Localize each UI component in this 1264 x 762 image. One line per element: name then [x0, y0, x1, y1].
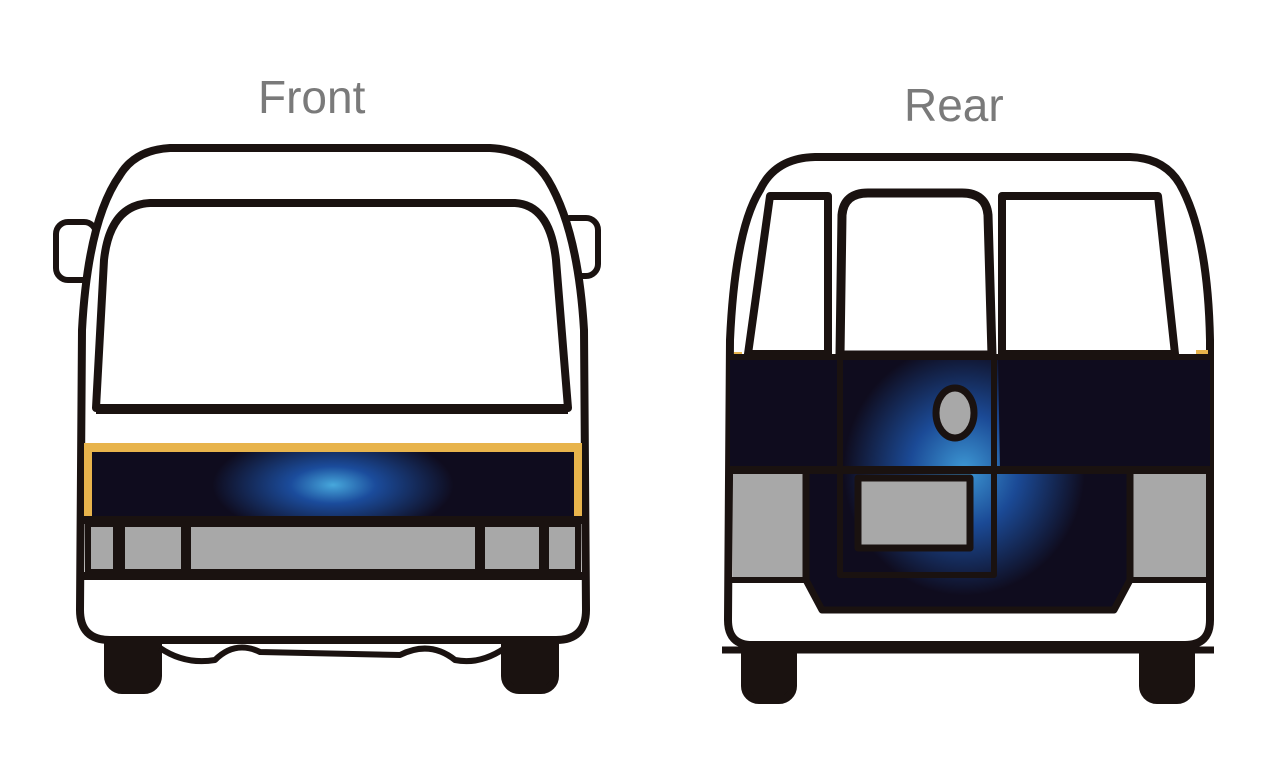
front-axle: [158, 644, 507, 665]
front-bus: [53, 144, 601, 694]
rear-right-window: [998, 192, 1179, 358]
rear-label: Rear: [904, 79, 1004, 131]
rear-door-window-round: [932, 384, 978, 442]
front-lights: [85, 521, 581, 575]
front-windshield: [92, 199, 572, 412]
rear-license-plate: [854, 474, 974, 552]
front-blue-band: [92, 452, 574, 518]
rear-door-window: [835, 188, 997, 360]
front-label: Front: [258, 71, 366, 123]
rear-right-light: [1132, 474, 1206, 578]
rear-bus: [722, 153, 1214, 704]
rear-door: [837, 357, 997, 578]
rear-left-light: [733, 474, 807, 578]
